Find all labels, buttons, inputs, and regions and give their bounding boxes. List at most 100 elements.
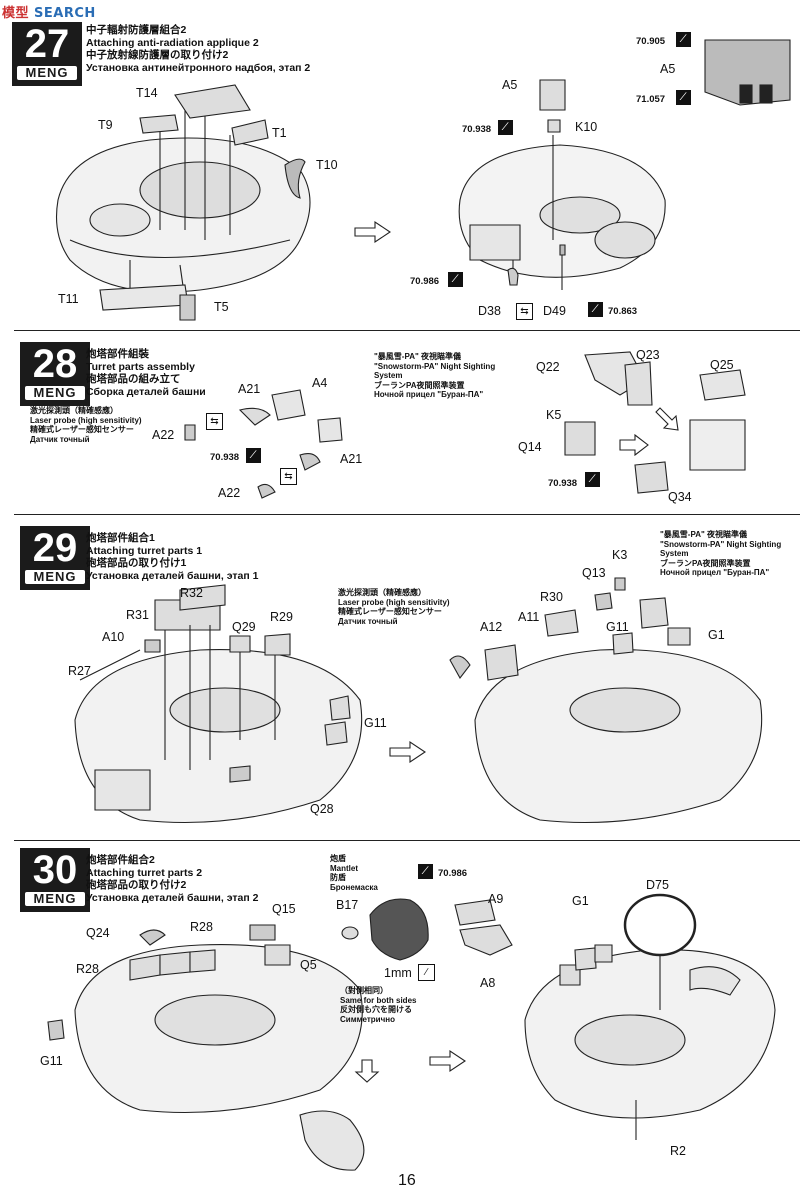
cement-icon: ∕ (588, 302, 603, 317)
step-title: 炮塔部件組裝 Turret parts assembly 砲塔部品の組み立て С… (86, 348, 206, 398)
part-label: T11 (58, 292, 79, 306)
page-number: 16 (398, 1172, 416, 1189)
divider (14, 840, 800, 841)
part-label: A5 (502, 78, 518, 92)
part-label: K3 (612, 548, 628, 562)
part-label: G11 (364, 716, 387, 730)
step-title: 炮塔部件組合1 Attaching turret parts 1 砲塔部品の取り… (86, 532, 259, 582)
part-label: G11 (40, 1054, 63, 1068)
night-sight-caption: "暴風雪-PA" 夜視瞄準儀"Snowstorm-PA" Night Sight… (660, 530, 782, 577)
cement-icon: ∕ (676, 32, 691, 47)
turret-drawing-29b (449, 577, 763, 823)
part-label: A12 (480, 620, 503, 634)
part-label: Q25 (710, 358, 734, 372)
part-label: G1 (572, 894, 589, 908)
cement-icon: ∕ (448, 272, 463, 287)
watermark: 模型 SEARCH (2, 6, 96, 21)
part-label: R27 (68, 664, 91, 678)
part-label: R29 (270, 610, 293, 624)
paint-code: 70.905 (636, 36, 666, 47)
turret-drawing-29a (74, 584, 363, 823)
paint-code: 70.938 (210, 452, 240, 463)
part-label: Q28 (310, 802, 334, 816)
part-label: Q24 (86, 926, 110, 940)
turret-drawing-30a (47, 924, 380, 1171)
part-label: Q29 (232, 620, 256, 634)
step-number: 28 (32, 342, 78, 386)
laser-probe-caption: 激光探測頭（精確感應）Laser probe (high sensitivity… (30, 406, 142, 444)
part-label: Q5 (300, 958, 317, 972)
part-label: A9 (488, 892, 504, 906)
brand-logo: MENG (25, 570, 85, 584)
brand-logo: MENG (25, 386, 85, 400)
part-label: G11 (606, 620, 629, 634)
part-label: A21 (238, 382, 261, 396)
part-label: D49 (543, 304, 566, 318)
part-label: T14 (136, 86, 158, 100)
part-label: D38 (478, 304, 501, 318)
turret-drawing-27b (458, 39, 791, 290)
parts-drawing-28 (184, 351, 746, 499)
turret-drawing-30b (524, 893, 776, 1140)
part-label: R28 (190, 920, 213, 934)
part-label: R30 (540, 590, 563, 604)
cement-icon: ∕ (498, 120, 513, 135)
part-label: T1 (272, 126, 287, 140)
part-label: R28 (76, 962, 99, 976)
mantlet-drawing (341, 898, 513, 961)
part-label: Q14 (518, 440, 542, 454)
step-badge: 29 MENG (20, 526, 90, 590)
step-badge: 27 MENG (12, 22, 82, 86)
part-label: A4 (312, 376, 328, 390)
part-label: T5 (214, 300, 229, 314)
part-label: Q34 (668, 490, 692, 504)
paint-code: 70.938 (462, 124, 492, 135)
cement-icon: ∕ (585, 472, 600, 487)
cement-icon: ∕ (676, 90, 691, 105)
part-label: K5 (546, 408, 562, 422)
part-label: A11 (518, 610, 540, 624)
part-label: B17 (336, 898, 359, 912)
part-label: A22 (218, 486, 241, 500)
part-label: T10 (316, 158, 338, 172)
paint-code: 70.986 (410, 276, 440, 287)
drill-icon: ∕ (418, 964, 435, 981)
part-label: R32 (180, 586, 203, 600)
part-label: A10 (102, 630, 125, 644)
step-badge: 28 MENG (20, 342, 90, 406)
drill-icon: ⇆ (206, 413, 223, 430)
part-label: R2 (670, 1144, 686, 1158)
part-label: A8 (480, 976, 496, 990)
part-label: T9 (98, 118, 113, 132)
divider (14, 330, 800, 331)
brand-logo: MENG (17, 66, 77, 80)
part-label: Q15 (272, 902, 296, 916)
part-label: Q22 (536, 360, 560, 374)
brand-logo: MENG (25, 892, 85, 906)
paint-code: 71.057 (636, 94, 666, 105)
part-label: R31 (126, 608, 149, 622)
part-label: K10 (575, 120, 598, 134)
step-badge: 30 MENG (20, 848, 90, 912)
part-label: G1 (708, 628, 725, 642)
part-label: A22 (152, 428, 175, 442)
step-title: 中子輻射防護層組合2 Attaching anti-radiation appl… (86, 24, 311, 74)
part-label: Q23 (636, 348, 660, 362)
cement-icon: ∕ (246, 448, 261, 463)
laser-probe-caption: 激光探測頭（精確感應）Laser probe (high sensitivity… (338, 588, 450, 626)
cement-icon: ∕ (418, 864, 433, 879)
night-sight-caption: "暴風雪-PA" 夜視瞄準儀"Snowstorm-PA" Night Sight… (374, 352, 496, 399)
divider (14, 514, 800, 515)
turret-drawing-27a (55, 84, 311, 321)
step-number: 27 (24, 22, 70, 66)
drill-icon: ⇆ (516, 303, 533, 320)
part-label: A21 (340, 452, 363, 466)
paint-code: 70.986 (438, 868, 468, 879)
step-title: 炮塔部件組合2 Attaching turret parts 2 砲塔部品の取り… (86, 854, 259, 904)
step-number: 29 (32, 526, 78, 570)
drill-icon: ⇆ (280, 468, 297, 485)
paint-code: 70.938 (548, 478, 578, 489)
part-label: Q13 (582, 566, 606, 580)
